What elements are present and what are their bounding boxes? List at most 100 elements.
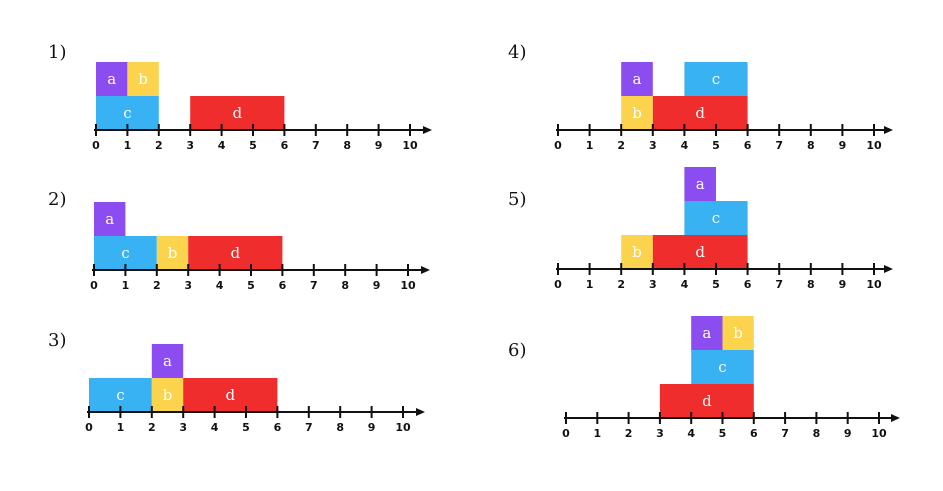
axis-arrow-icon [421,266,430,274]
block-c-label: c [712,70,720,88]
axis-arrow-icon [891,414,900,422]
tick-label: 8 [343,139,351,152]
panel-label: 3) [48,330,66,351]
tick-label: 10 [866,139,882,152]
block-a-label: a [702,324,711,342]
tick-label: 10 [402,139,418,152]
block-a: a [621,62,653,96]
block-d-rect [659,384,754,418]
tick-label: 9 [368,421,376,434]
tick-label: 6 [750,427,758,440]
tick-label: 5 [712,139,720,152]
block-a: a [684,167,716,201]
tick-label: 10 [400,279,416,292]
block-d-label: d [695,104,705,122]
panel-label: 4) [508,42,526,63]
axis-arrow-icon [884,265,893,273]
block-a: a [96,62,128,96]
tick-label: 4 [681,278,689,291]
tick-label: 4 [218,139,226,152]
tick-label: 5 [719,427,727,440]
tick-label: 3 [656,427,664,440]
block-d: d [659,384,754,418]
tick-label: 5 [242,421,250,434]
tick-label: 2 [617,139,625,152]
tick-label: 0 [85,421,93,434]
block-b-label: b [632,243,642,261]
block-a-rect [621,62,653,96]
tick-label: 0 [554,139,562,152]
block-d-label: d [230,244,240,262]
block-b-label: b [632,104,642,122]
tick-label: 1 [122,279,130,292]
tick-label: 2 [153,279,161,292]
block-d-label: d [225,386,235,404]
tick-label: 3 [184,279,192,292]
tick-label: 10 [871,427,887,440]
tick-label: 1 [117,421,125,434]
tick-label: 2 [625,427,633,440]
block-b-rect [722,316,754,350]
block-b-label: b [163,386,173,404]
tick-label: 7 [310,279,318,292]
block-b: b [127,62,159,96]
block-d: d [188,236,283,270]
block-d-rect [652,235,748,269]
block-b-label: b [168,244,178,262]
block-b: b [621,96,653,130]
block-b-rect [127,62,159,96]
block-b: b [722,316,754,350]
block-b-rect [621,96,653,130]
block-a-rect [684,167,716,201]
tick-label: 6 [744,139,752,152]
tick-label: 1 [586,278,594,291]
panel-label: 2) [48,189,66,210]
tick-label: 7 [781,427,789,440]
tick-label: 3 [649,139,657,152]
block-a: a [94,202,126,236]
block-a: a [691,316,723,350]
block-b-label: b [733,324,743,342]
tick-label: 9 [373,279,381,292]
block-d-rect [188,236,283,270]
tick-label: 2 [617,278,625,291]
tick-label: 5 [249,139,257,152]
block-c-rect [684,201,748,235]
tick-label: 3 [186,139,194,152]
tick-label: 7 [312,139,320,152]
block-c-label: c [116,386,124,404]
tick-label: 4 [681,139,689,152]
panel-label: 5) [508,189,526,210]
panel-label: 1) [48,42,66,63]
tick-label: 6 [744,278,752,291]
tick-label: 1 [593,427,601,440]
tick-label: 4 [687,427,695,440]
block-c-label: c [123,104,131,122]
tick-label: 10 [395,421,411,434]
tick-label: 6 [274,421,282,434]
tick-label: 6 [281,139,289,152]
block-d-label: d [232,104,242,122]
block-d-rect [183,378,278,412]
axis-arrow-icon [416,408,425,416]
block-d-label: d [695,243,705,261]
block-b-rect [621,235,653,269]
block-c-label: c [712,209,720,227]
tick-label: 9 [839,139,847,152]
block-a-label: a [696,175,705,193]
tick-label: 1 [586,139,594,152]
axis-arrow-icon [884,126,893,134]
tick-label: 2 [155,139,163,152]
block-c-label: c [121,244,129,262]
block-d: d [652,96,748,130]
block-d-label: d [702,392,712,410]
block-c-label: c [718,358,726,376]
tick-label: 8 [341,279,349,292]
